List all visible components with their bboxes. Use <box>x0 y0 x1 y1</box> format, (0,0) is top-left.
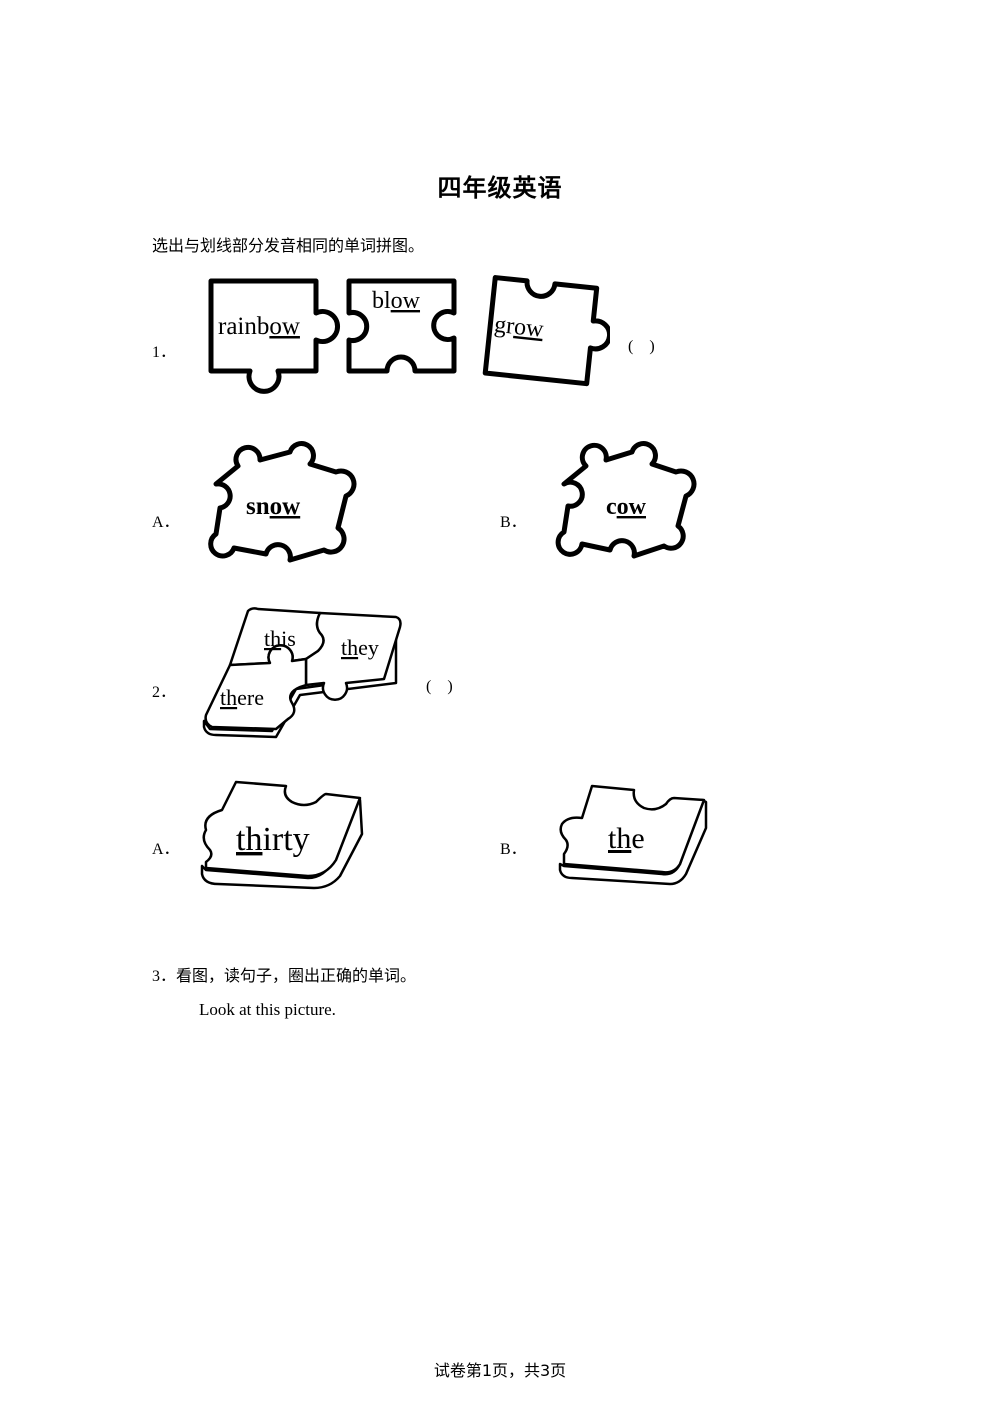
q2-puzzle-group: this they there <box>202 607 402 739</box>
q1-piece-1-word: rainbow <box>218 313 300 340</box>
q1-piece-3-word: grow <box>493 312 545 343</box>
q1-option-a-puzzle[interactable]: snow <box>198 438 363 573</box>
q1-option-b-puzzle[interactable]: cow <box>548 440 698 570</box>
question-1-number: 1． <box>152 344 177 361</box>
q1-piece-2-word: blow <box>372 288 421 314</box>
question-3: 3．看图，读句子，圈出正确的单词。 <box>152 962 416 986</box>
q2-piece-1-word: this <box>264 626 296 651</box>
page-title: 四年级英语 <box>437 174 563 202</box>
q2-option-b-puzzle[interactable]: the <box>552 780 712 892</box>
question-1-answer-blank[interactable]: ( ) <box>628 338 655 355</box>
q1-puzzle-group: rainbow blow grow <box>208 275 610 394</box>
q2-option-a-puzzle[interactable]: thirty <box>196 776 368 896</box>
q2-piece-3-word: there <box>220 685 264 710</box>
q2-option-b-word: the <box>608 822 645 855</box>
page-footer: 试卷第1页，共3页 <box>433 1361 567 1380</box>
question-3-sentence: Look at this picture. <box>199 1000 336 1019</box>
q2-option-a-label: A． <box>152 841 180 858</box>
instruction-text: 选出与划线部分发音相同的单词拼图。 <box>152 236 425 255</box>
q1-option-b-word: cow <box>606 494 647 520</box>
q1-piece-grow: grow <box>482 275 610 387</box>
question-2-number: 2． <box>152 684 177 701</box>
q1-option-a-word: snow <box>246 493 300 520</box>
question-3-number: 3 <box>152 968 160 985</box>
question-3-text: ．看图，读句子，圈出正确的单词。 <box>160 966 417 985</box>
q1-option-a-label: A． <box>152 514 180 531</box>
q2-option-a-word: thirty <box>236 821 310 858</box>
question-2-answer-blank[interactable]: ( ) <box>426 678 453 695</box>
q1-option-b-label: B． <box>500 514 527 531</box>
q2-option-b-label: B． <box>500 841 527 858</box>
q1-piece-blow: blow <box>346 278 457 374</box>
q1-piece-rainbow: rainbow <box>208 278 340 394</box>
q2-piece-2-word: they <box>341 635 379 660</box>
